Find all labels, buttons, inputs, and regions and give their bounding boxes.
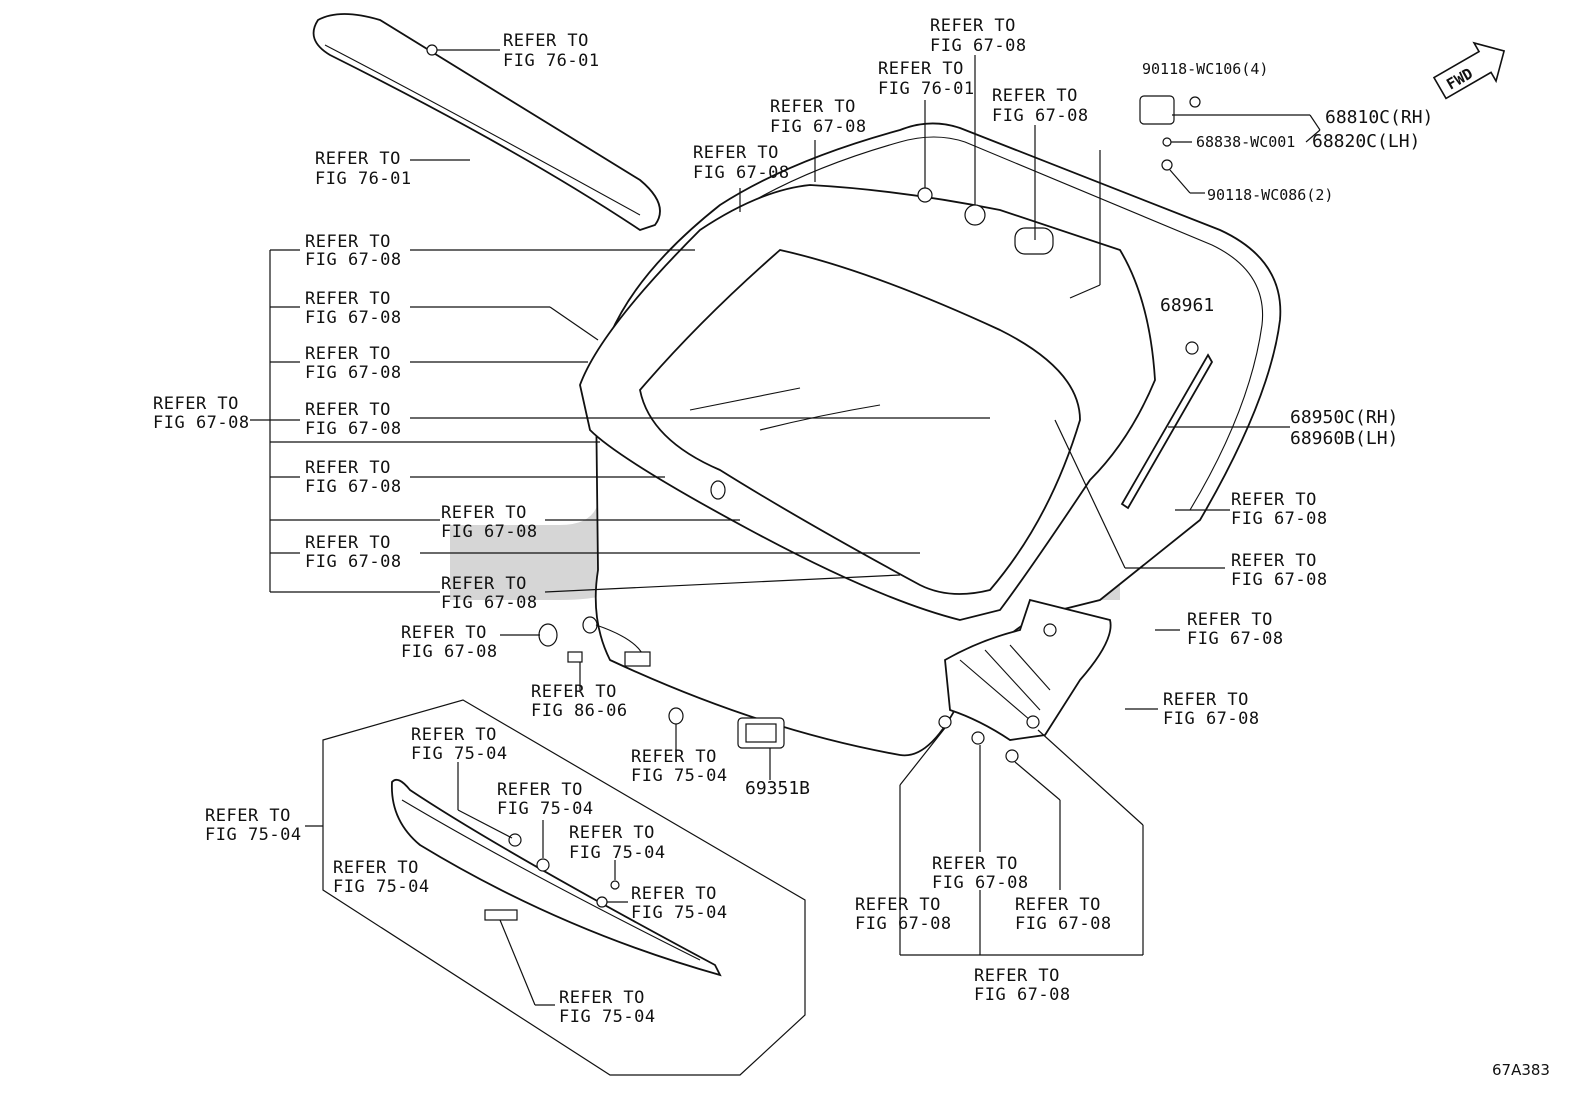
refer-fig: FIG 67-08 (770, 117, 867, 137)
part-number-hinge-rh: 68810C(RH) (1325, 107, 1433, 128)
refer-fig: FIG 67-08 (930, 36, 1027, 56)
refer-label: REFER TO (631, 747, 717, 767)
refer-fig: FIG 67-08 (305, 363, 402, 383)
refer-label: REFER TO (1015, 895, 1101, 915)
refer-fig: FIG 75-04 (559, 1007, 656, 1027)
left-leader-lines (250, 249, 990, 593)
refer-fig: FIG 76-01 (503, 51, 600, 71)
refer-fig: FIG 67-08 (855, 914, 952, 934)
part-number-hinge-lh: 68820C(LH) (1312, 131, 1420, 152)
refer-label: REFER TO (305, 232, 391, 252)
refer-label: REFER TO (497, 780, 583, 800)
part-number-bolt-top: 90118-WC106(4) (1142, 60, 1268, 78)
lower-trim-panel (938, 598, 1112, 763)
refer-fig: FIG 67-08 (1163, 709, 1260, 729)
refer-fig: FIG 67-08 (305, 419, 402, 439)
refer-fig: FIG 67-08 (153, 413, 250, 433)
refer-label: REFER TO (930, 16, 1016, 36)
refer-label: REFER TO (974, 966, 1060, 986)
refer-label: REFER TO (315, 149, 401, 169)
part-number-stay-bracket: 68961 (1160, 295, 1214, 316)
refer-fig: FIG 67-08 (1231, 509, 1328, 529)
refer-fig: FIG 75-04 (569, 843, 666, 863)
fwd-arrow-icon: FWD (1432, 41, 1506, 100)
refer-fig: FIG 67-08 (932, 873, 1029, 893)
refer-label: REFER TO (333, 858, 419, 878)
refer-label: REFER TO (631, 884, 717, 904)
refer-fig: FIG 67-08 (1231, 570, 1328, 590)
refer-fig: FIG 67-08 (401, 642, 498, 662)
refer-fig: FIG 75-04 (631, 766, 728, 786)
misc-leader-lines (457, 55, 1230, 1006)
refer-label: REFER TO (401, 623, 487, 643)
refer-label: REFER TO (1231, 551, 1317, 571)
figure-code: 67A383 (1492, 1061, 1550, 1079)
refer-label: REFER TO (305, 400, 391, 420)
refer-label: REFER TO (441, 503, 527, 523)
refer-label: REFER TO (503, 31, 589, 51)
refer-label: REFER TO (992, 86, 1078, 106)
refer-label: REFER TO (305, 289, 391, 309)
refer-label: REFER TO (305, 458, 391, 478)
part-number-lamp: 69351B (745, 778, 810, 799)
refer-label: REFER TO (1187, 610, 1273, 630)
refer-fig: FIG 75-04 (411, 744, 508, 764)
part-number-washer: 68838-WC001 (1196, 133, 1295, 151)
refer-fig: FIG 75-04 (631, 903, 728, 923)
refer-label: REFER TO (305, 533, 391, 553)
refer-label: REFER TO (569, 823, 655, 843)
refer-fig: FIG 67-08 (305, 250, 402, 270)
garnish-group (305, 699, 806, 1076)
refer-fig: FIG 67-08 (974, 985, 1071, 1005)
refer-label: REFER TO (205, 806, 291, 826)
back-door-panel (579, 122, 1282, 757)
refer-fig: FIG 67-08 (693, 163, 790, 183)
roof-spoiler (312, 13, 661, 231)
refer-fig: FIG 67-08 (305, 477, 402, 497)
part-number-stay-lh: 68960B(LH) (1290, 428, 1398, 449)
refer-label: REFER TO (1163, 690, 1249, 710)
hinge-assembly (1139, 95, 1321, 194)
part-number-stay-rh: 68950C(RH) (1290, 407, 1398, 428)
part-number-bolt-bottom: 90118-WC086(2) (1207, 186, 1333, 204)
refer-fig: FIG 76-01 (878, 79, 975, 99)
refer-label: REFER TO (693, 143, 779, 163)
refer-fig: FIG 75-04 (497, 799, 594, 819)
refer-fig: FIG 67-08 (1015, 914, 1112, 934)
refer-fig: FIG 67-08 (992, 106, 1089, 126)
refer-fig: FIG 67-08 (305, 308, 402, 328)
refer-fig: FIG 76-01 (315, 169, 412, 189)
refer-label: REFER TO (153, 394, 239, 414)
refer-label: REFER TO (531, 682, 617, 702)
refer-label: REFER TO (441, 574, 527, 594)
refer-label: REFER TO (1231, 490, 1317, 510)
refer-fig: FIG 67-08 (1187, 629, 1284, 649)
refer-fig: FIG 75-04 (205, 825, 302, 845)
refer-label: REFER TO (411, 725, 497, 745)
refer-fig: FIG 86-06 (531, 701, 628, 721)
refer-fig: FIG 67-08 (441, 593, 538, 613)
refer-label: REFER TO (932, 854, 1018, 874)
refer-label: REFER TO (770, 97, 856, 117)
refer-fig: FIG 67-08 (305, 552, 402, 572)
refer-label: REFER TO (878, 59, 964, 79)
harness-assembly (500, 616, 651, 690)
back-door-stay (1120, 341, 1290, 510)
refer-label: REFER TO (305, 344, 391, 364)
refer-fig: FIG 67-08 (441, 522, 538, 542)
license-lamp (668, 707, 785, 780)
refer-fig: FIG 75-04 (333, 877, 430, 897)
refer-label: REFER TO (559, 988, 645, 1008)
refer-label: REFER TO (855, 895, 941, 915)
labels: REFER TO FIG 76-01 REFER TO FIG 76-01 RE… (153, 16, 1550, 1079)
